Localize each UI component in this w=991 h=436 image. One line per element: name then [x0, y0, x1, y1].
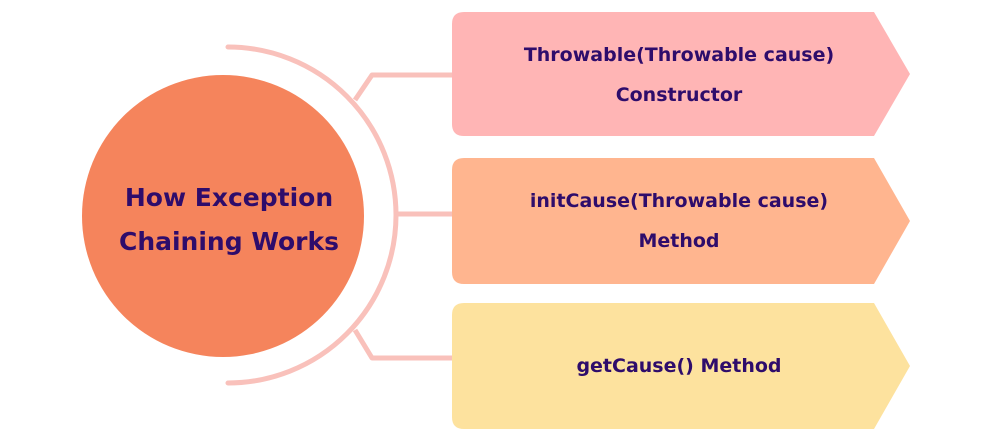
- box-2-shape: [452, 158, 910, 284]
- box-2-label: initCause(Throwable cause) Method: [529, 190, 829, 252]
- connector-top: [352, 72, 458, 102]
- box-3-label: getCause() Method: [576, 355, 782, 377]
- box-1-label: Throwable(Throwable cause) Constructor: [523, 44, 835, 106]
- center-title: How Exception Chaining Works: [118, 183, 340, 256]
- center-arc: [225, 44, 399, 386]
- box-3-shape: [452, 303, 910, 429]
- center-circle: [82, 75, 364, 357]
- box-1-shape: [452, 12, 910, 136]
- connector-bottom: [352, 328, 458, 361]
